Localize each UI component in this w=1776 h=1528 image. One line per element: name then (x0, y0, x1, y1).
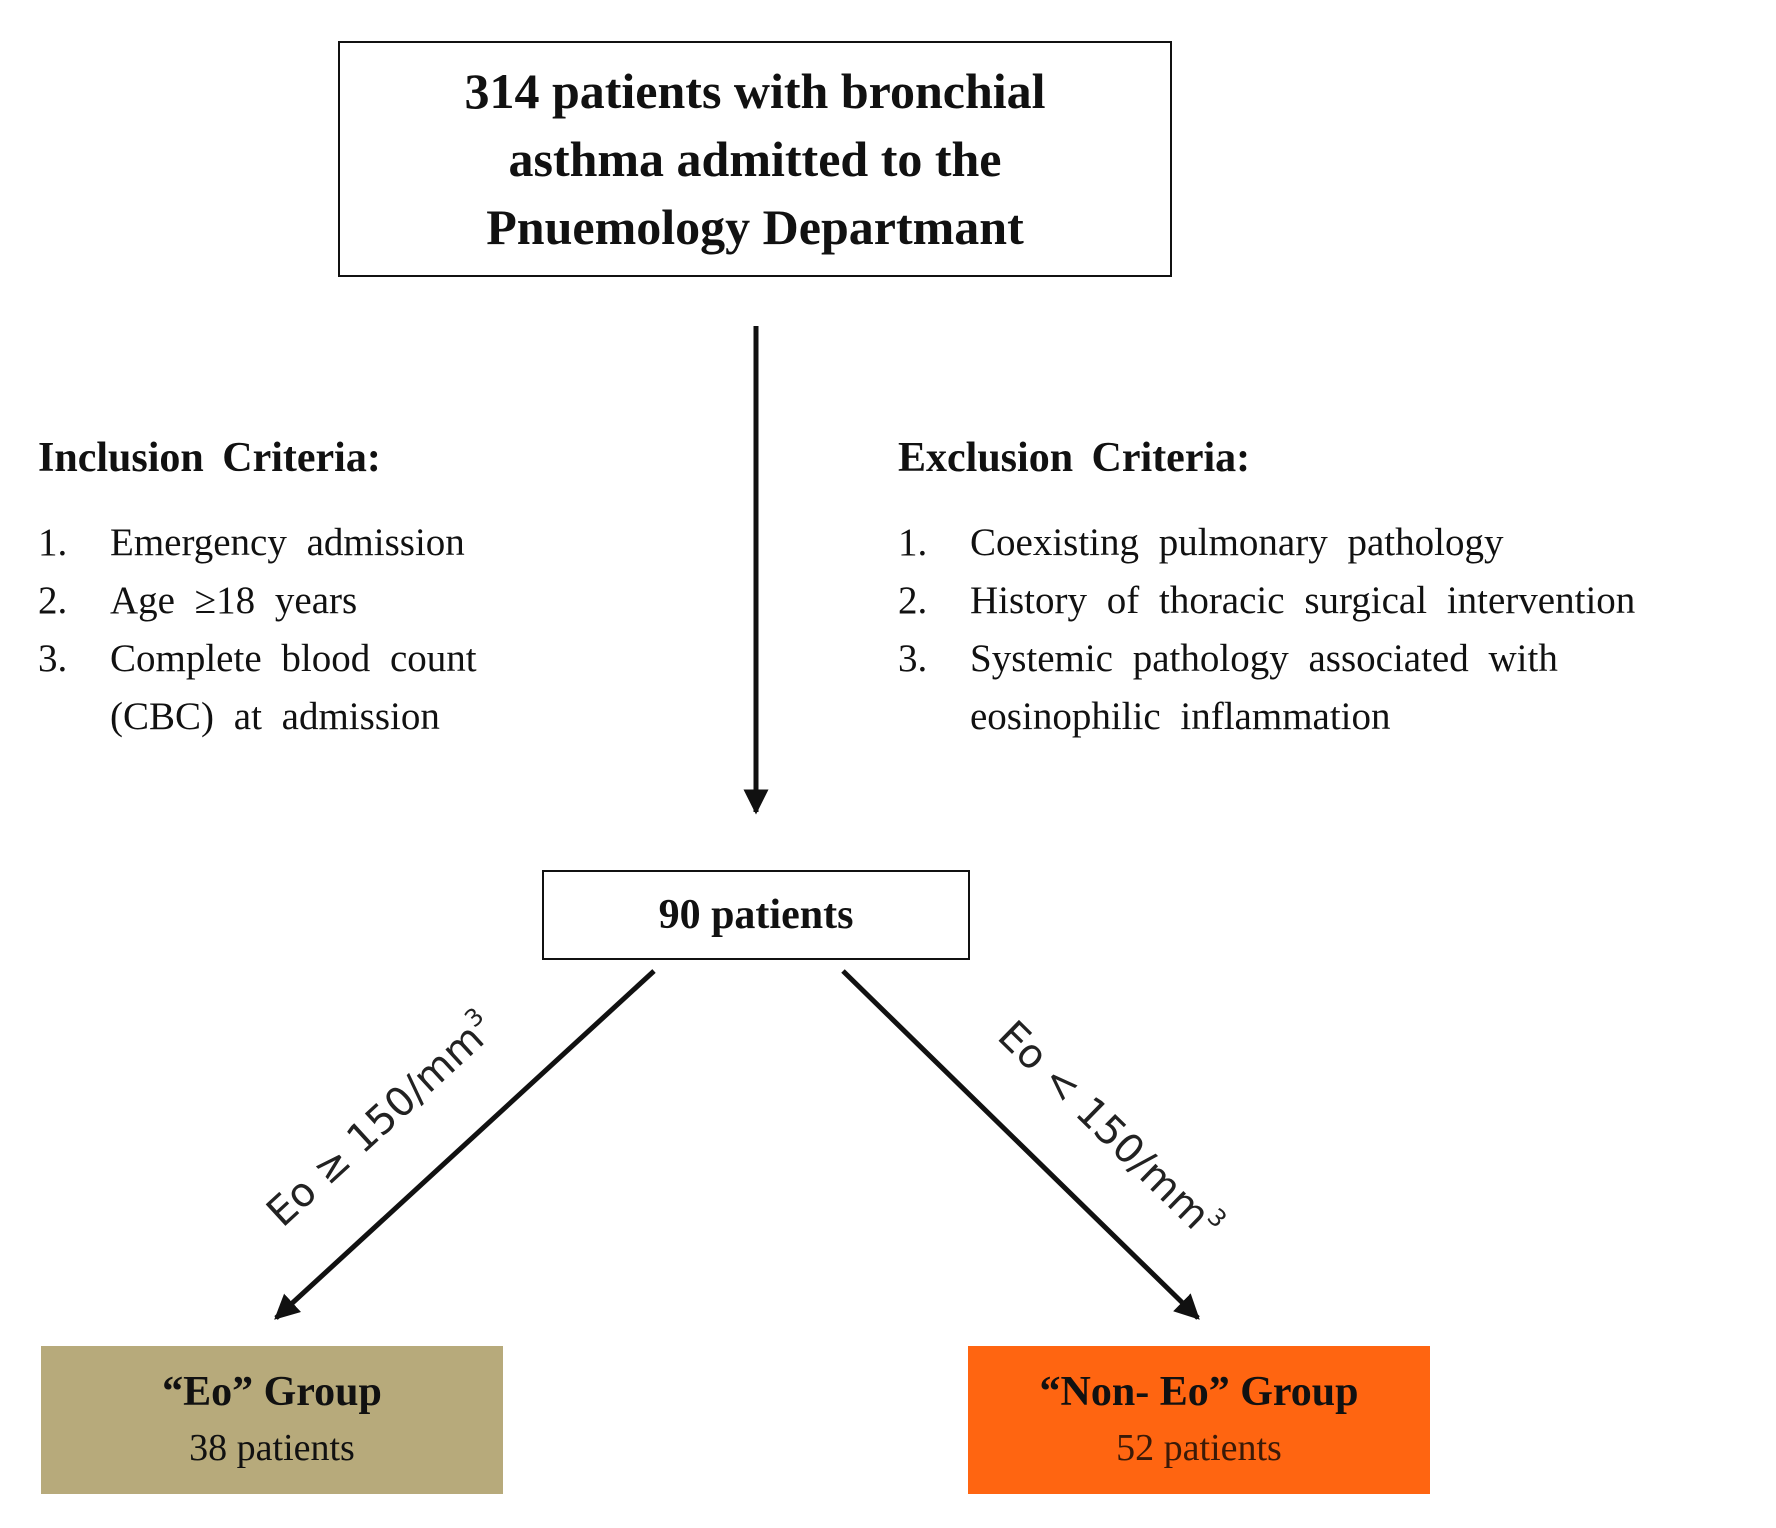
item-text: Emergency admission (110, 521, 465, 564)
initial-population-box: 314 patients with bronchial asthma admit… (338, 41, 1172, 277)
exclusion-criteria-title: Exclusion Criteria: (898, 435, 1251, 481)
left-branch-arrow (274, 969, 656, 1320)
item-text: Age ≥18 years (110, 579, 358, 622)
eo-group-box: “Eo” Group 38 patients (41, 1346, 503, 1494)
initial-population-line-1: 314 patients with bronchial (464, 63, 1046, 119)
inclusion-criteria-title: Inclusion Criteria: (38, 435, 381, 481)
item-number: 3. (38, 637, 68, 680)
selected-population-box: 90 patients (542, 870, 970, 960)
inclusion-item: 2. Age ≥18 years (38, 572, 598, 630)
initial-population-line-3: Pnuemology Departmant (486, 199, 1024, 255)
inclusion-criteria: Inclusion Criteria: 1. Emergency admissi… (38, 432, 598, 746)
inclusion-item: 1. Emergency admission (38, 514, 598, 572)
item-number: 2. (38, 579, 68, 622)
item-number: 2. (898, 579, 928, 622)
inclusion-criteria-list: 1. Emergency admission 2. Age ≥18 years … (38, 514, 598, 746)
inclusion-item: 3. Complete blood count (CBC) at admissi… (38, 630, 598, 746)
exclusion-item: 2. History of thoracic surgical interven… (898, 572, 1758, 630)
selected-population-label: 90 patients (658, 892, 854, 938)
item-text: Complete blood count (CBC) at admission (110, 637, 477, 738)
right-branch-label: Eo < 150/mm3 (989, 1009, 1232, 1249)
exclusion-criteria-list: 1. Coexisting pulmonary pathology 2. His… (898, 514, 1758, 746)
item-text: History of thoracic surgical interventio… (970, 579, 1636, 622)
item-number: 3. (898, 637, 928, 680)
initial-population-line-2: asthma admitted to the (508, 131, 1002, 187)
non-eo-group-count: 52 patients (1116, 1427, 1282, 1469)
eo-group-title: “Eo” Group (162, 1369, 382, 1415)
non-eo-group-title: “Non- Eo” Group (1039, 1369, 1359, 1415)
eo-group-count: 38 patients (189, 1427, 355, 1469)
left-branch-label: Eo ≥ 150/mm3 (255, 1002, 504, 1236)
right-branch-arrow (841, 969, 1200, 1320)
item-text: Coexisting pulmonary pathology (970, 521, 1504, 564)
exclusion-criteria: Exclusion Criteria: 1. Coexisting pulmon… (898, 432, 1758, 746)
exclusion-item: 3. Systemic pathology associated with eo… (898, 630, 1758, 746)
item-text: Systemic pathology associated with eosin… (970, 637, 1558, 738)
item-number: 1. (38, 521, 68, 564)
item-number: 1. (898, 521, 928, 564)
non-eo-group-box: “Non- Eo” Group 52 patients (968, 1346, 1430, 1494)
exclusion-item: 1. Coexisting pulmonary pathology (898, 514, 1758, 572)
